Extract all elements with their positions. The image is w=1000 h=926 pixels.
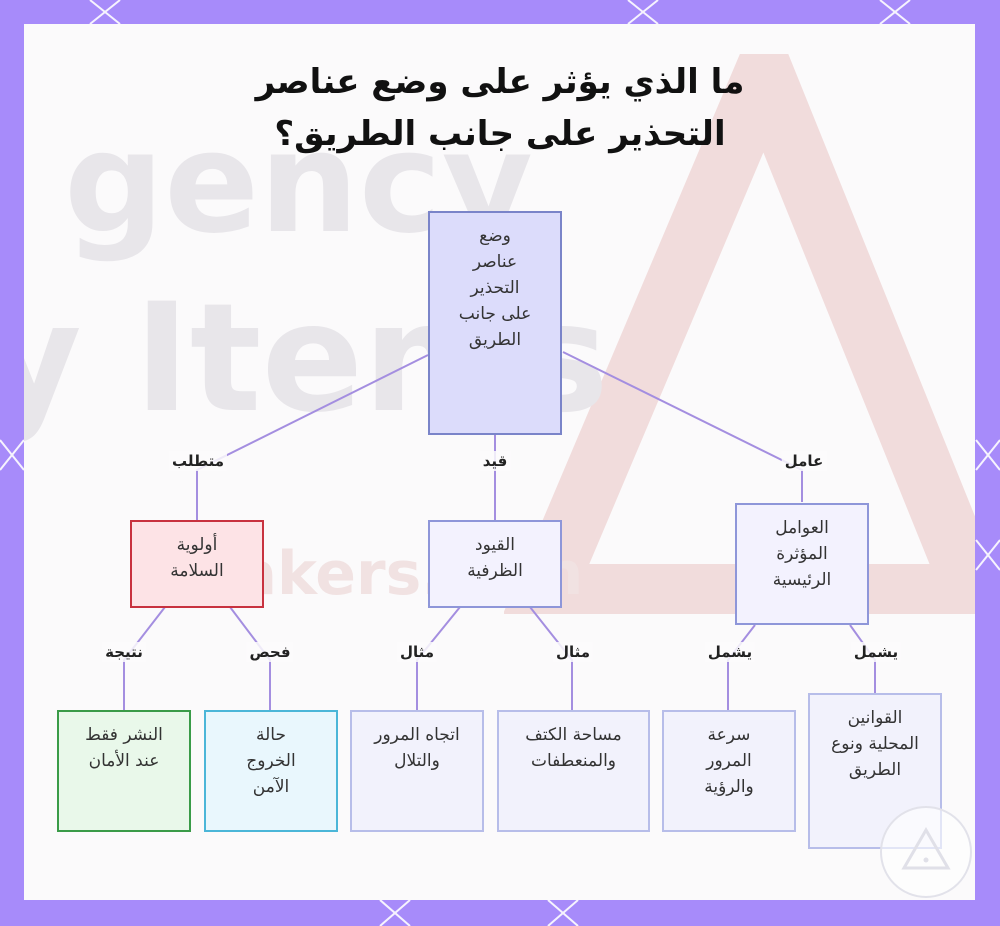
edge-label-example-1: مثال bbox=[552, 642, 594, 662]
warning-triangle-icon bbox=[901, 827, 951, 870]
node-root: وضع عناصر التحذير على جانب الطريق bbox=[428, 211, 562, 435]
node-situational-constraints: القيود الظرفية bbox=[428, 520, 562, 608]
edge-root-factors bbox=[562, 351, 803, 502]
node-traffic-speed: سرعة المرور والرؤية bbox=[662, 710, 796, 832]
edge-label-factor: عامل bbox=[781, 451, 827, 471]
node-deploy-only-safe: النشر فقط عند الأمان bbox=[57, 710, 191, 832]
edge-label-example-2: مثال bbox=[396, 642, 438, 662]
diagram-title: ما الذي يؤثر على وضع عناصر التحذير على ج… bbox=[255, 62, 745, 154]
node-safe-exit: حالة الخروج الآمن bbox=[204, 710, 338, 832]
edge-label-result: نتيجة bbox=[102, 642, 146, 662]
edge-label-check: فحص bbox=[246, 642, 294, 662]
node-safety-priority: أولوية السلامة bbox=[130, 520, 264, 608]
edge-factors-speed bbox=[727, 624, 756, 710]
edge-label-requirement: متطلب bbox=[168, 451, 228, 471]
edge-label-constraint: قيد bbox=[479, 451, 511, 471]
edge-label-includes-2: يشمل bbox=[704, 642, 756, 662]
edge-root-safety bbox=[196, 354, 429, 520]
node-main-factors: العوامل المؤثرة الرئيسية bbox=[735, 503, 869, 625]
edge-label-includes-1: يشمل bbox=[850, 642, 902, 662]
node-traffic-direction: اتجاه المرور والتلال bbox=[350, 710, 484, 832]
node-shoulder-space: مساحة الكتف والمنعطفات bbox=[497, 710, 650, 832]
brand-logo bbox=[880, 806, 972, 898]
